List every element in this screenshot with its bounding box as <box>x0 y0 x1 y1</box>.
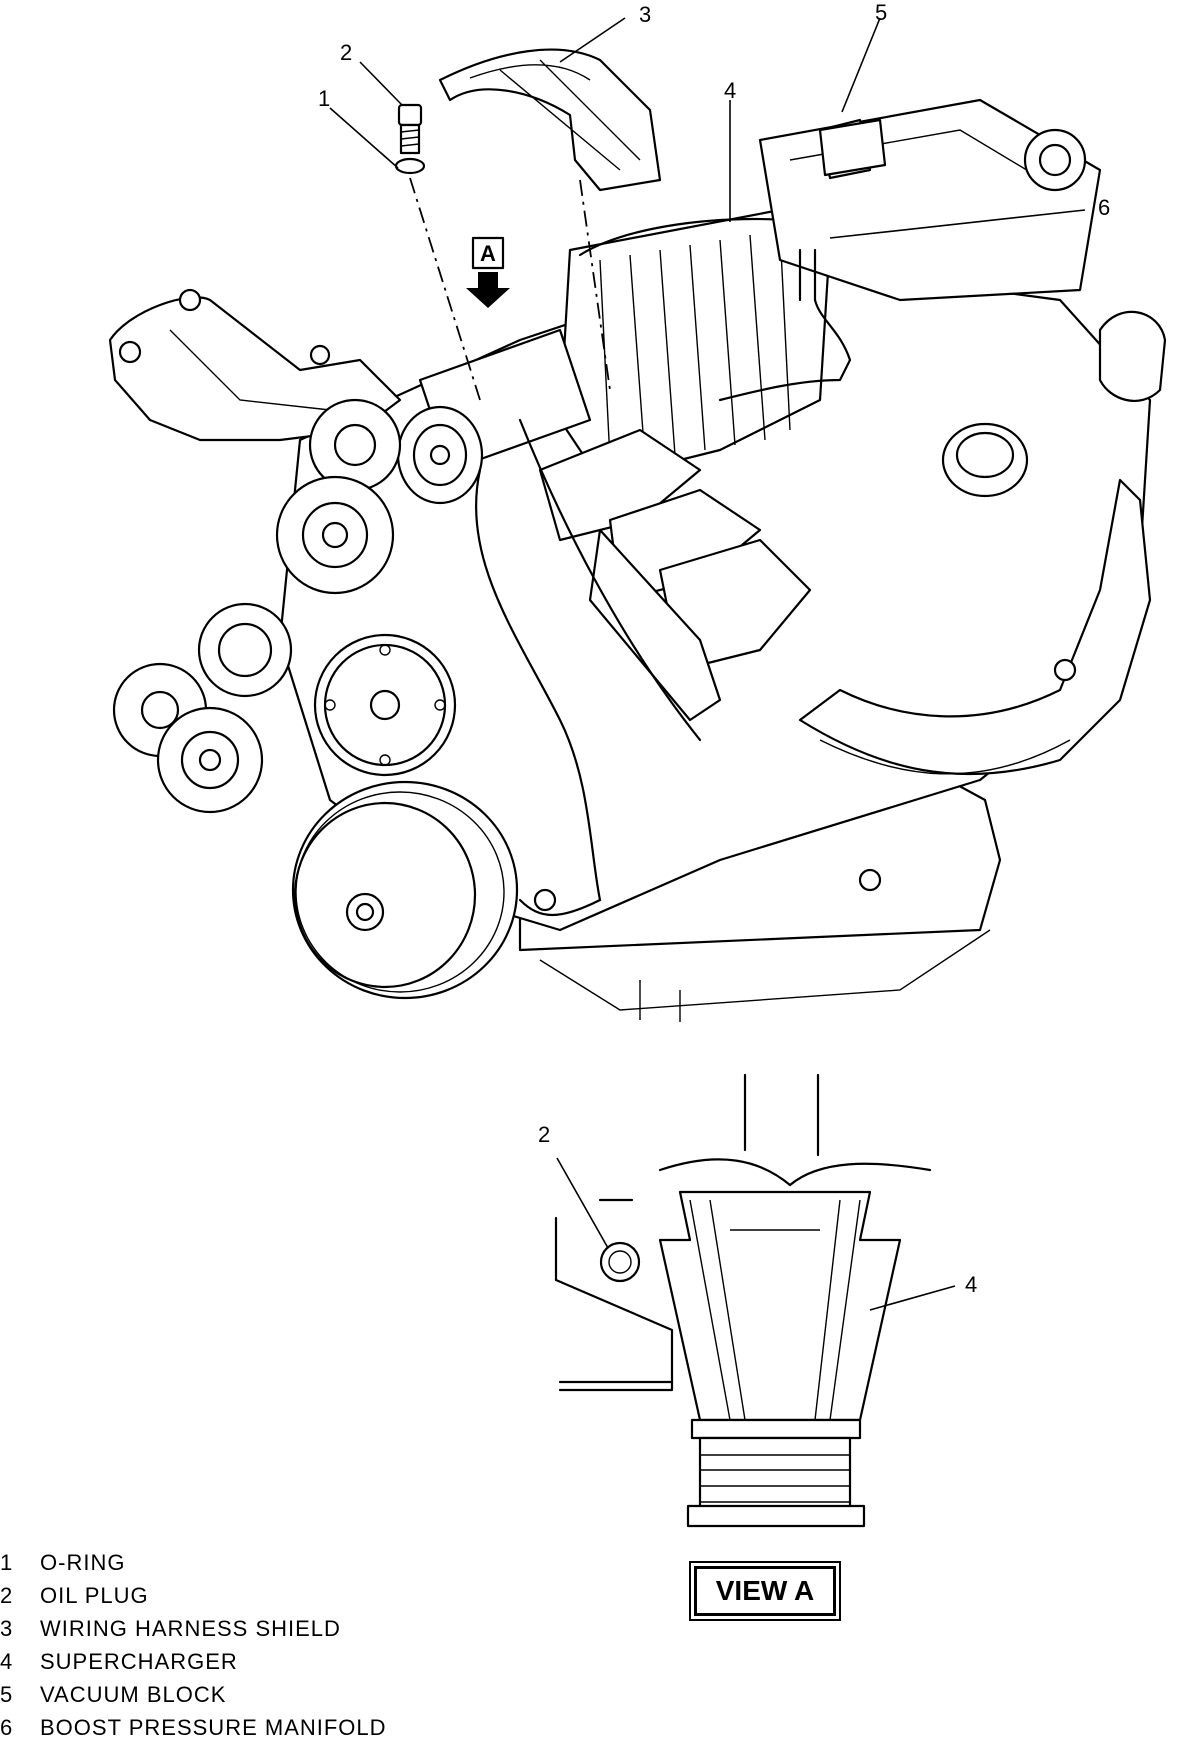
legend-item: 2 OIL PLUG <box>0 1579 520 1612</box>
legend-number: 5 <box>0 1682 14 1707</box>
view-a-detail <box>554 1073 932 1528</box>
callout-1: 1 <box>318 86 330 111</box>
view-a-label: VIEW A <box>694 1566 836 1616</box>
oil-plug-exploded <box>394 103 426 175</box>
oil-plug-detail <box>599 1241 641 1283</box>
callout-2-view-a: 2 <box>538 1122 550 1147</box>
callout-3: 3 <box>639 2 651 27</box>
engine-illustration <box>108 98 1167 1022</box>
legend-item: 3 WIRING HARNESS SHIELD <box>0 1612 520 1645</box>
view-a-arrow-icon <box>466 272 510 308</box>
callout-5: 5 <box>875 0 887 25</box>
legend-number: 3 <box>0 1616 14 1641</box>
callout-leaders <box>329 17 1086 1311</box>
legend-item: 6 BOOST PRESSURE MANIFOLD <box>0 1711 520 1744</box>
view-a-marker-letter: A <box>480 241 496 266</box>
legend-label: O-RING <box>40 1550 126 1575</box>
legend-label: SUPERCHARGER <box>40 1649 238 1674</box>
callout-4: 4 <box>724 78 736 103</box>
callout-2: 2 <box>340 40 352 65</box>
parts-legend: 1 O-RING 2 OIL PLUG 3 WIRING HARNESS SHIELD… <box>0 1546 520 1744</box>
legend-number: 1 <box>0 1550 14 1575</box>
callout-4-view-a: 4 <box>965 1272 977 1297</box>
legend-label: VACUUM BLOCK <box>40 1682 227 1707</box>
wiring-harness-shield <box>438 48 662 192</box>
callout-6: 6 <box>1098 195 1110 220</box>
legend-number: 4 <box>0 1649 14 1674</box>
legend-item: 5 VACUUM BLOCK <box>0 1678 520 1711</box>
legend-label: WIRING HARNESS SHIELD <box>40 1616 341 1641</box>
view-a-marker: A <box>466 236 510 308</box>
legend-label: OIL PLUG <box>40 1583 149 1608</box>
legend-item: 4 SUPERCHARGER <box>0 1645 520 1678</box>
legend-label: BOOST PRESSURE MANIFOLD <box>40 1715 387 1740</box>
legend-item: 1 O-RING <box>0 1546 520 1579</box>
legend-number: 6 <box>0 1715 14 1740</box>
legend-number: 2 <box>0 1583 14 1608</box>
